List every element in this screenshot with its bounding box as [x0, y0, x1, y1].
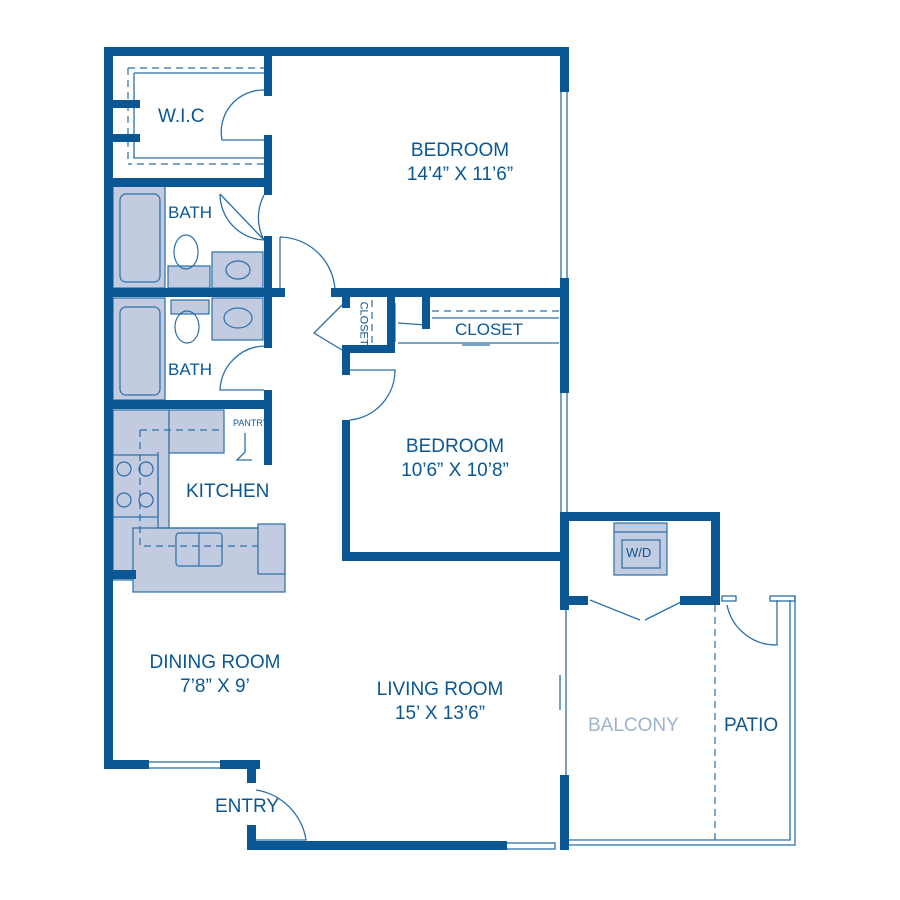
- bathtub-2: [112, 297, 166, 401]
- room-label-balcony: BALCONY: [588, 715, 679, 736]
- sink-counter-1: [211, 251, 264, 289]
- room-label-closet-small: CLOSET: [357, 301, 370, 346]
- room-label-kitchen: KITCHEN: [186, 481, 270, 502]
- room-label-bedroom-1: BEDROOM: [410, 140, 510, 161]
- room-label-entry: ENTRY: [215, 796, 280, 817]
- stove: [112, 454, 159, 518]
- room-label-bath-1: BATH: [168, 203, 213, 222]
- room-size-bedroom-2: 10’6” X 10’8”: [401, 460, 509, 481]
- kitchen-counter-end: [257, 523, 286, 575]
- room-size-dining: 7’8” X 9’: [180, 676, 250, 697]
- dashed-lines: [127, 67, 716, 843]
- sink-counter-2: [211, 297, 264, 341]
- room-label-patio: PATIO: [724, 715, 779, 736]
- room-label-living: LIVING ROOM: [376, 679, 504, 700]
- room-label-closet-long: CLOSET: [455, 320, 524, 339]
- room-label-bath-2: BATH: [168, 360, 213, 379]
- fridge: [168, 409, 225, 454]
- room-label-wic: W.I.C: [158, 106, 205, 127]
- fixtures: [112, 185, 668, 593]
- toilet-tank-1: [167, 265, 211, 289]
- room-size-bedroom-1: 14’4” X 11’6”: [406, 164, 514, 185]
- label-washer-dryer: W/D: [626, 545, 652, 560]
- fixture-details: [116, 193, 667, 569]
- room-label-bedroom-2: BEDROOM: [405, 436, 505, 457]
- walls: [104, 47, 720, 850]
- room-label-dining: DINING ROOM: [149, 652, 281, 673]
- toilet-tank-2: [170, 299, 210, 315]
- room-size-living: 15’ X 13’6”: [394, 703, 486, 724]
- room-label-pantry: PANTRY: [233, 418, 269, 428]
- bathtub-1: [112, 185, 166, 289]
